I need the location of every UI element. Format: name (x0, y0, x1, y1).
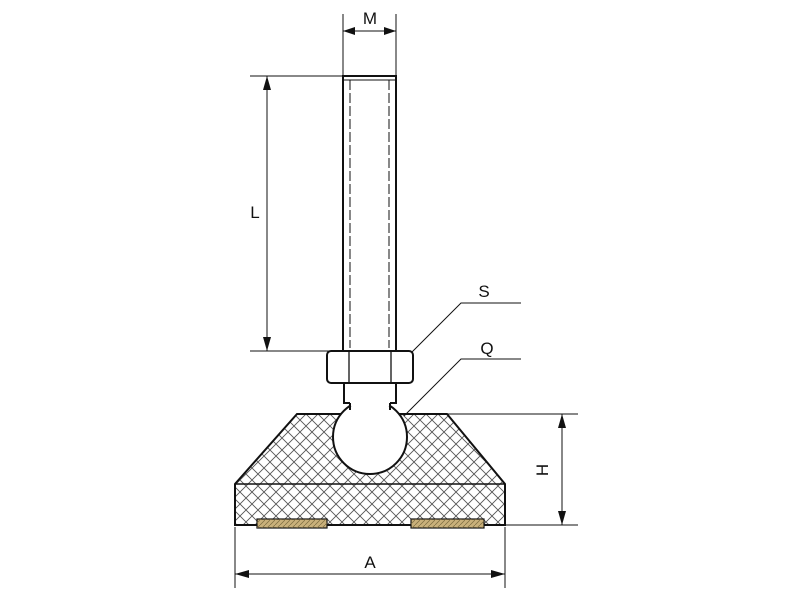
threaded-stem (342, 75, 397, 352)
label-a: A (364, 553, 376, 572)
arrow-head-icon (263, 76, 271, 90)
arrow-head-icon (263, 337, 271, 351)
ball-joint (332, 398, 408, 475)
label-l: L (250, 203, 259, 222)
label-m: M (363, 9, 377, 28)
arrow-head-icon (384, 27, 396, 35)
hex-nut (326, 350, 414, 384)
dimension-l: L (250, 75, 343, 352)
label-q: Q (480, 339, 493, 358)
leader-q: Q (403, 339, 521, 417)
arrow-head-icon (558, 511, 566, 525)
dimension-h: H (447, 413, 578, 526)
dimension-m: M (342, 9, 397, 76)
leader-s: S (411, 282, 521, 353)
anti-slip-pads (256, 518, 485, 529)
arrow-head-icon (235, 570, 249, 578)
arrow-head-icon (343, 27, 355, 35)
label-h: H (533, 464, 552, 476)
arrow-head-icon (491, 570, 505, 578)
dimension-a: A (234, 527, 506, 588)
label-s: S (478, 282, 489, 301)
arrow-head-icon (558, 414, 566, 428)
